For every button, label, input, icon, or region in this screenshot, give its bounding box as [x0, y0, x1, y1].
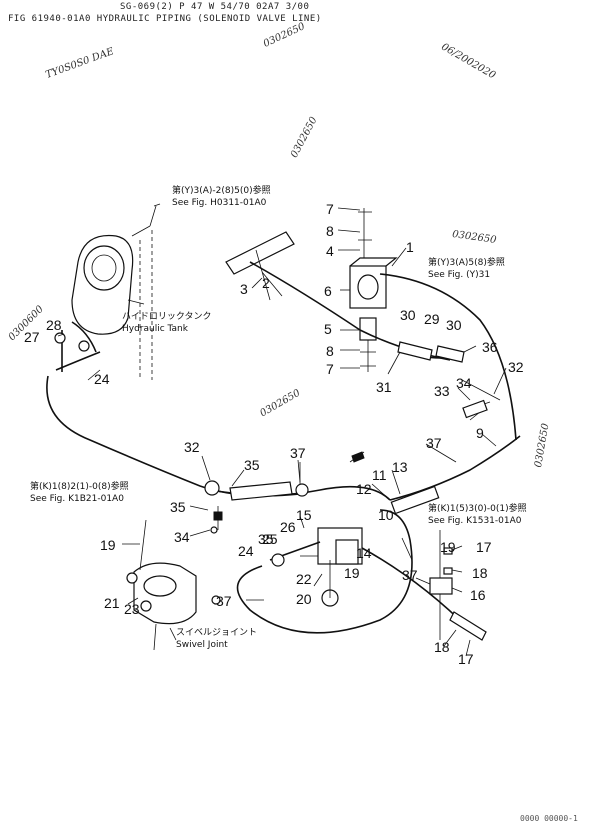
footer-code: 0000 00000-1: [520, 814, 578, 823]
callout-35-center: 35: [258, 531, 274, 547]
callout-37-right-upper: 36: [482, 339, 498, 355]
callout-26: 26: [280, 519, 296, 535]
callout-35-right: 34: [456, 375, 472, 391]
callout-14: 14: [356, 545, 372, 561]
ref-right-japanese: 第(Y)3(A)5(8)参照: [428, 258, 505, 268]
callout-36: 35: [244, 457, 260, 473]
hydraulic-tank-label: Hydraulic Tank: [122, 324, 188, 334]
callout-37-lower-right: 37: [402, 567, 418, 583]
ref-top-see-fig: See Fig. H0311-01A0: [172, 198, 267, 208]
callout-4: 4: [326, 243, 334, 259]
callout-12: 12: [356, 481, 372, 497]
callout-22: 22: [296, 571, 312, 587]
callout-6: 6: [324, 283, 332, 299]
swivel-joint-label: Swivel Joint: [176, 640, 228, 650]
part-3-bracket: [225, 231, 295, 301]
right-fitting-stack: [429, 530, 487, 657]
callout-37-center: 37: [290, 445, 306, 461]
callout-1: 1: [406, 239, 414, 255]
callout-29: 29: [424, 311, 440, 327]
callout-16: 16: [470, 587, 486, 603]
callout-25: 25: [262, 531, 278, 547]
callout-20: 20: [296, 591, 312, 607]
callout-30-right: 30: [446, 317, 462, 333]
swivel-joint: [126, 519, 221, 651]
callout-18-upper: 18: [472, 565, 488, 581]
lower-valve-assembly: [236, 509, 471, 634]
callout-34-left: 34: [174, 529, 190, 545]
callout-24-left: 24: [94, 371, 110, 387]
swivel-joint-japanese: スイベルジョイント: [176, 628, 258, 638]
callout-17-lower: 17: [458, 651, 474, 667]
solenoid-valve-block: [349, 208, 398, 372]
callout-15: 15: [296, 507, 312, 523]
callout-17-upper: 17: [476, 539, 492, 555]
callout-19-mid: 19: [344, 565, 360, 581]
callout-37-right-mid: 37: [426, 435, 442, 451]
callout-28: 28: [46, 317, 62, 333]
callout-24-center: 24: [238, 543, 254, 559]
callout-10: 10: [378, 507, 394, 523]
ref-top-japanese: 第(Y)3(A)-2(8)5(0)参照: [172, 186, 271, 196]
callout-7-lower: 7: [326, 361, 334, 377]
leader-lines: [57, 207, 507, 647]
left-return-hose: [46, 321, 301, 497]
callout-32: 32: [508, 359, 524, 375]
callout-30-left: 30: [400, 307, 416, 323]
bolts: [153, 203, 365, 534]
ref-lower-right-japanese: 第(K)1(5)3(0)-0(1)参照: [428, 504, 527, 514]
ref-left-see-fig: See Fig. K1B21-01A0: [30, 494, 124, 504]
ref-lower-right-see-fig: See Fig. K1531-01A0: [428, 516, 522, 526]
hydraulic-tank: [71, 205, 157, 380]
upper-hoses: [249, 261, 517, 441]
hydraulic-tank-japanese: ハイドロリックタンク: [122, 312, 212, 322]
callout-21: 21: [104, 595, 120, 611]
callout-31: 31: [376, 379, 392, 395]
callout-8-upper: 8: [326, 223, 334, 239]
callout-5: 5: [324, 321, 332, 337]
callout-35-left: 35: [170, 499, 186, 515]
callout-19-left: 19: [100, 537, 116, 553]
callout-37-lower-left: 37: [216, 593, 232, 609]
callout-2: 2: [262, 275, 270, 291]
callout-27-left: 27: [24, 329, 40, 345]
callout-33: 32: [184, 439, 200, 455]
header-line-1: SG-069(2) P 47 W 54/70 02A7 3/00: [120, 2, 310, 12]
callout-7-upper: 7: [326, 201, 334, 217]
callout-13: 13: [392, 459, 408, 475]
ref-left-japanese: 第(K)1(8)2(1)-0(8)参照: [30, 482, 129, 492]
callout-11: 11: [372, 467, 387, 483]
callout-34-right: 33: [434, 383, 450, 399]
center-hoses: [204, 435, 521, 515]
callout-8-lower: 8: [326, 343, 334, 359]
callout-23: 23: [124, 601, 140, 617]
header-line-2: FIG 61940-01A0 HYDRAULIC PIPING (SOLENOI…: [8, 14, 322, 24]
callout-3: 3: [240, 281, 248, 297]
callout-19-upper: 19: [440, 539, 456, 555]
callout-18-lower: 18: [434, 639, 450, 655]
callout-9: 9: [476, 425, 484, 441]
ref-right-see-fig: See Fig. (Y)31: [428, 270, 491, 280]
